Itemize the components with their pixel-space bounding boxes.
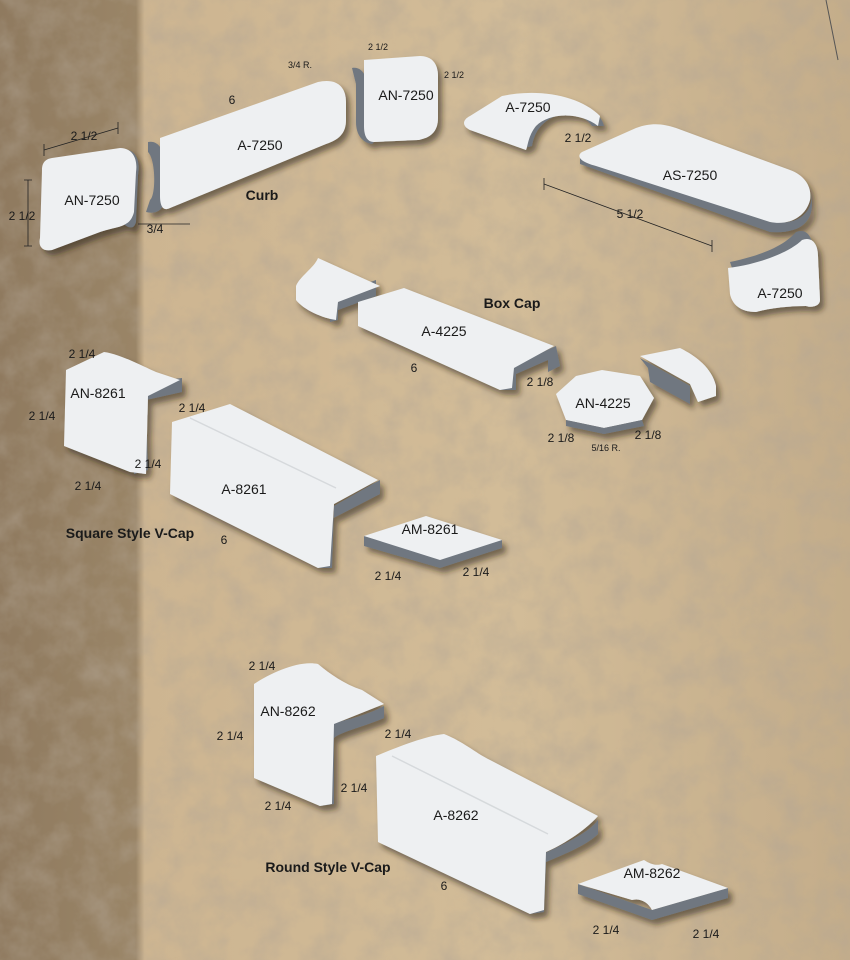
piece-a-8261 [170,404,380,568]
curb-label-an-right: AN-7250 [378,87,433,103]
curb-dim-d7: 2 1/2 [444,70,464,80]
curb-label-an-left: AN-7250 [64,192,119,208]
piece-a-7250-bottom [728,230,820,312]
square-vcap-dim-d4: 2 1/4 [135,457,162,471]
round-vcap-dim-d7: 2 1/4 [593,923,620,937]
curb-dimension-lines [24,122,713,252]
piece-an-7250-right [352,56,438,144]
piece-an-8262 [254,663,384,806]
round-vcap-label-am: AM-8262 [624,865,681,881]
curb-dim-d8: 2 1/2 [565,131,592,145]
round-vcap-label-an: AN-8262 [260,703,315,719]
curb-group: AN-7250 A-7250 AN-7250 A-7250 AS-7250 [9,42,820,312]
box-cap-group: A-4225 AN-4225 6 2 1/8 2 1/8 2 1/8 5/16 … [296,258,716,453]
piece-a-7250-main [146,80,346,213]
round-vcap-label-a-main: A-8262 [433,807,478,823]
page-edge-line [825,0,839,61]
square-vcap-dim-d3: 2 1/4 [179,401,206,415]
square-vcap-group: AN-8261 A-8261 AM-8261 2 1/4 2 1/4 2 1/4… [29,347,502,583]
piece-an-8261 [64,352,182,474]
round-vcap-title: Round Style V-Cap [265,859,390,875]
curb-dim-d4: 6 [229,93,236,107]
round-vcap-dim-d4: 2 1/4 [341,781,368,795]
square-vcap-dim-d5: 2 1/4 [75,479,102,493]
round-vcap-dim-d5: 2 1/4 [265,799,292,813]
box-cap-label-an: AN-4225 [575,395,630,411]
piece-a-7250-top [464,92,604,150]
square-vcap-dim-d2: 2 1/4 [29,409,56,423]
box-cap-title: Box Cap [484,295,541,311]
box-cap-dim-d5: 5/16 R. [591,443,620,453]
square-vcap-dim-d8: 2 1/4 [463,565,490,579]
piece-box-cap-end-right [640,348,716,404]
piece-a-8262 [376,734,598,914]
box-cap-dim-d2: 2 1/8 [527,375,554,389]
box-cap-label-a-main: A-4225 [421,323,466,339]
curb-dim-d1: 2 1/2 [71,129,98,143]
piece-am-8261 [364,516,502,568]
square-vcap-title: Square Style V-Cap [66,525,194,541]
piece-an-7250-left [39,148,139,251]
round-vcap-dim-d3: 2 1/4 [385,727,412,741]
piece-box-cap-end-left [296,258,380,322]
square-vcap-label-an: AN-8261 [70,385,125,401]
square-vcap-label-a-main: A-8261 [221,481,266,497]
round-vcap-dim-d1: 2 1/4 [249,659,276,673]
curb-label-a-main: A-7250 [237,137,282,153]
square-vcap-dim-d1: 2 1/4 [69,347,96,361]
piece-a-4225 [358,288,560,390]
curb-dim-d6: 2 1/2 [368,42,388,52]
piece-am-8262 [578,860,728,920]
box-cap-dim-d3: 2 1/8 [548,431,575,445]
curb-dim-d5: 3/4 R. [288,60,312,70]
square-vcap-label-am: AM-8261 [402,521,459,537]
curb-dim-d3: 3/4 [147,222,164,236]
box-cap-dim-d4: 2 1/8 [635,428,662,442]
curb-title: Curb [246,187,279,203]
curb-label-a-bottom: A-7250 [757,285,802,301]
round-vcap-group: AN-8262 A-8262 AM-8262 2 1/4 2 1/4 2 1/4… [217,659,728,941]
round-vcap-dim-d2: 2 1/4 [217,729,244,743]
curb-dim-d9: 5 1/2 [617,207,644,221]
curb-label-as-main: AS-7250 [663,167,718,183]
piece-as-7250 [579,124,812,233]
box-cap-dim-d1: 6 [411,361,418,375]
curb-dim-d2: 2 1/2 [9,209,36,223]
curb-label-a-top: A-7250 [505,99,550,115]
round-vcap-dim-d8: 2 1/4 [693,927,720,941]
round-vcap-dim-d6: 6 [441,879,448,893]
square-vcap-dim-d6: 6 [221,533,228,547]
piece-an-4225 [556,370,654,434]
square-vcap-dim-d7: 2 1/4 [375,569,402,583]
